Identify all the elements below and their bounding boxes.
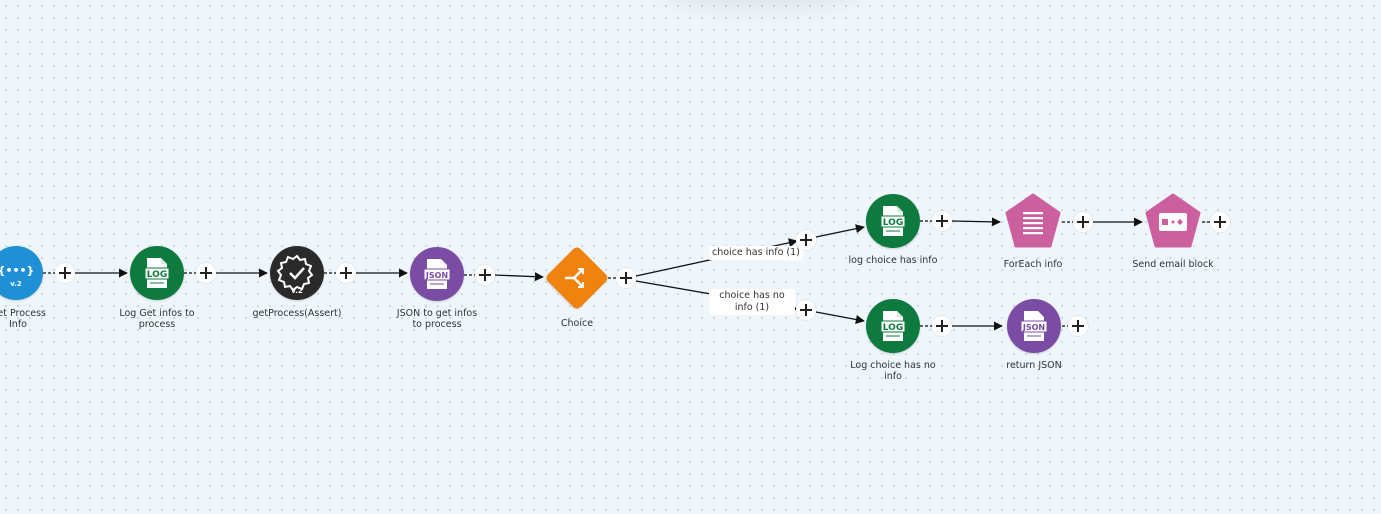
get-process-assert-label: getProcess(Assert) — [252, 308, 342, 319]
send-email-block-label: Send email block — [1132, 259, 1214, 270]
send-email-block-node[interactable] — [1144, 193, 1202, 249]
add-step-button[interactable] — [1068, 316, 1088, 336]
svg-text:LOG: LOG — [883, 323, 903, 333]
log-icon: LOG — [880, 311, 906, 341]
add-step-button[interactable] — [1073, 212, 1093, 232]
add-step-button[interactable] — [796, 230, 816, 250]
log-choice-has-no-info-node[interactable]: LOG — [866, 299, 920, 353]
edge-4 — [493, 272, 544, 282]
add-step-button[interactable] — [336, 263, 356, 283]
foreach-info-node[interactable] — [1004, 193, 1062, 249]
svg-text:JSON: JSON — [1022, 323, 1045, 332]
add-step-button[interactable] — [196, 263, 216, 283]
get-process-assert-node[interactable]: v.2 — [270, 246, 324, 300]
log-get-infos-node[interactable]: LOG — [130, 246, 184, 300]
edge-label-has-info: choice has info (1) — [709, 246, 803, 260]
json-icon: JSON — [1020, 311, 1048, 341]
svg-text:{•••}: {•••} — [0, 264, 34, 277]
gear-check-icon: v.2 — [276, 254, 314, 295]
edge-5 — [950, 217, 1001, 227]
choice-label: Choice — [560, 318, 594, 329]
edge-label-has-no-info: choice has no info (1) — [709, 289, 795, 315]
get-process-info-node[interactable]: {•••} v.2 — [0, 246, 43, 300]
list-icon — [1023, 212, 1043, 235]
edge-choice-info-b — [815, 224, 865, 238]
return-json-node[interactable]: JSON — [1007, 299, 1061, 353]
add-step-button[interactable] — [55, 263, 75, 283]
add-step-button[interactable] — [932, 316, 952, 336]
return-json-label: return JSON — [1006, 360, 1062, 371]
svg-text:LOG: LOG — [883, 218, 903, 228]
json-to-get-infos-label: JSON to get infos to process — [396, 308, 478, 330]
log-icon: LOG — [144, 258, 170, 288]
get-process-info-label: Get Process Info — [0, 308, 46, 330]
log-choice-has-no-info-label: Log choice has no info — [850, 360, 936, 382]
braces-icon: {•••} v.2 — [0, 264, 34, 288]
log-get-infos-label: Log Get infos to process — [119, 308, 195, 330]
add-step-button[interactable] — [616, 268, 636, 288]
log-choice-has-info-node[interactable]: LOG — [866, 194, 920, 248]
top-toolbar-shadow — [660, 0, 860, 10]
add-step-button[interactable] — [475, 265, 495, 285]
edge-choice-noinfo-b — [815, 311, 865, 324]
svg-text:v.2: v.2 — [10, 280, 22, 288]
json-icon: JSON — [423, 259, 451, 289]
add-step-button[interactable] — [932, 211, 952, 231]
foreach-info-label: ForEach info — [1003, 259, 1063, 270]
log-icon: LOG — [880, 206, 906, 236]
svg-text:JSON: JSON — [425, 271, 448, 280]
svg-text:LOG: LOG — [147, 270, 167, 280]
json-to-get-infos-node[interactable]: JSON — [410, 247, 464, 301]
split-icon — [565, 268, 584, 288]
add-step-button[interactable] — [796, 300, 816, 320]
svg-text:v.2: v.2 — [291, 287, 303, 295]
log-choice-has-info-label: log choice has info — [848, 255, 938, 266]
block-icon — [1159, 213, 1187, 231]
add-step-button[interactable] — [1210, 212, 1230, 232]
